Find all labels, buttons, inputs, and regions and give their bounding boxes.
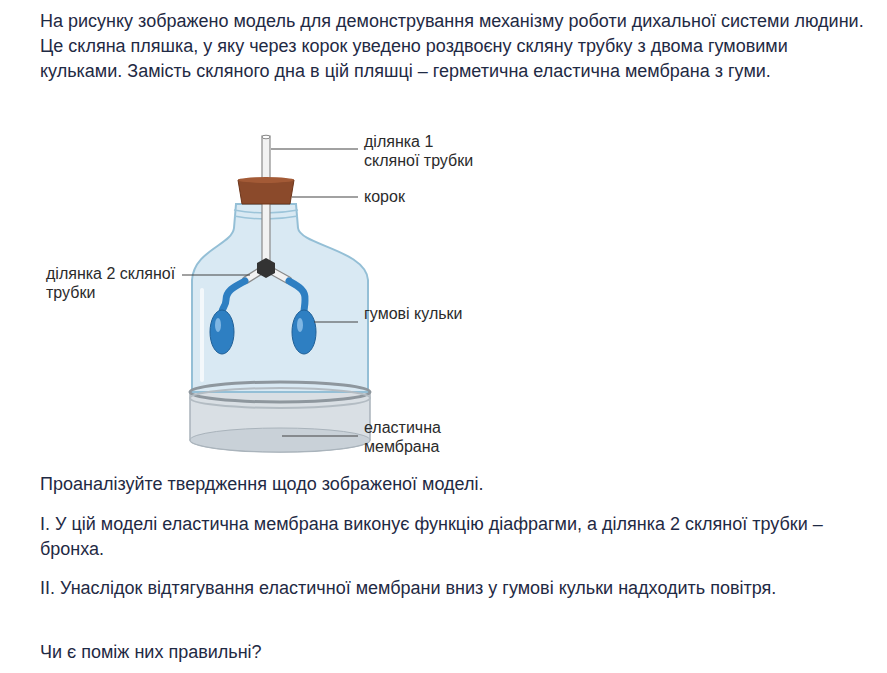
balloon-right [292, 310, 316, 354]
membrane-ring [190, 382, 370, 402]
cork-top [238, 177, 294, 183]
statement-text: II. Унаслідок відтягування еластичної ме… [40, 576, 840, 601]
question-text: Чи є поміж них правильні? [40, 640, 875, 665]
task-text: Проаналізуйте твердження щодо зображеної… [40, 472, 875, 497]
tube-opening [262, 135, 270, 139]
cork [238, 180, 294, 204]
intro-text: На рисунку зображено модель для демонстр… [40, 9, 875, 85]
tube-junction [257, 258, 275, 278]
glass-highlight [200, 290, 204, 380]
part-label: еластична мембрана [364, 418, 489, 456]
part-label: корок [364, 187, 489, 206]
membrane-bottom [190, 428, 370, 452]
part-label: гумові кульки [364, 304, 489, 323]
balloon-shine [297, 318, 303, 332]
statement-text: I. У цій моделі еластична мембрана викон… [40, 512, 840, 562]
balloon-left [210, 310, 234, 354]
membrane-ring-lower [190, 388, 370, 408]
part-label: ділянка 2 скляної трубки [46, 264, 176, 302]
rubber-tube-left [222, 281, 245, 312]
balloon-shine [215, 318, 221, 332]
glass-bottle [192, 204, 368, 392]
leader-lines [182, 149, 358, 436]
rubber-tube-right [289, 281, 305, 312]
part-label: ділянка 1 скляної трубки [364, 132, 489, 170]
